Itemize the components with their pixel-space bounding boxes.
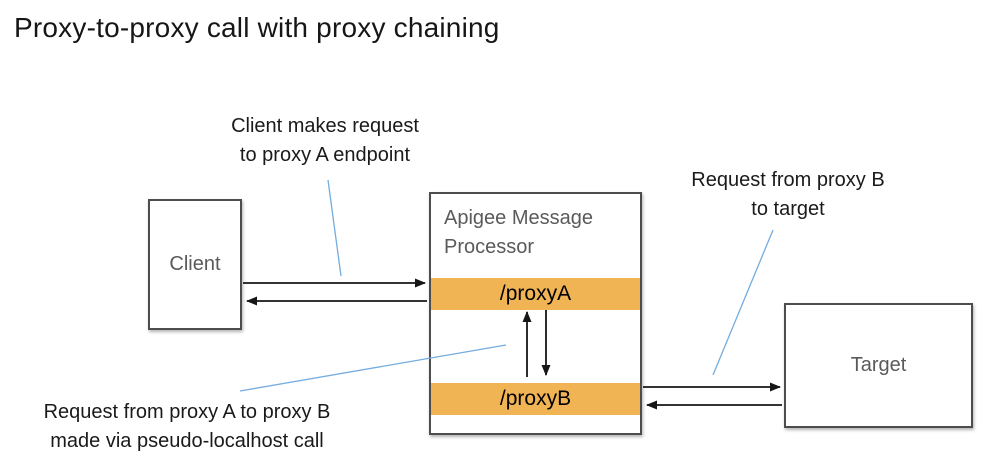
client-node: Client: [148, 199, 242, 330]
proxya-endpoint-bar: /proxyA: [431, 278, 640, 310]
annotation-client-request: Client makes request to proxy A endpoint: [231, 115, 419, 166]
leader-line-client-request: [327, 179, 342, 277]
proxyb-endpoint-bar: /proxyB: [431, 383, 640, 415]
message-processor-node: Apigee Message Processor /proxyA /proxyB: [429, 192, 642, 435]
diagram-title: Proxy-to-proxy call with proxy chaining: [14, 12, 500, 43]
client-node-label: Client: [169, 253, 221, 275]
message-processor-label: Apigee Message Processor: [444, 207, 593, 258]
target-node: Target: [784, 303, 973, 428]
annotation-proxyb-to-target: Request from proxy B to target: [691, 169, 885, 220]
target-node-label: Target: [850, 354, 907, 376]
leader-line-proxyb-to-target: [712, 229, 774, 376]
annotation-proxya-to-proxyb: Request from proxy A to proxy B made via…: [43, 401, 331, 452]
